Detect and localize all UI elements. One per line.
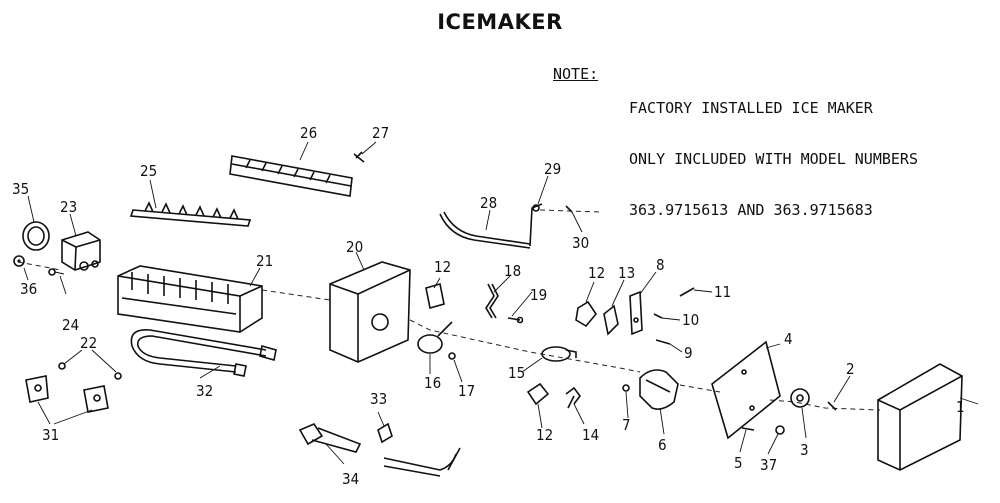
part-12-lower-switch bbox=[526, 382, 550, 406]
part-2-screw bbox=[827, 401, 837, 411]
label-part-6: 6 bbox=[658, 436, 667, 454]
label-part-34: 34 bbox=[342, 470, 359, 488]
part-22-screws bbox=[58, 362, 122, 380]
label-part-17: 17 bbox=[458, 382, 475, 400]
part-37-nut bbox=[775, 425, 785, 435]
label-part-33: 33 bbox=[370, 390, 387, 408]
label-part-13: 13 bbox=[618, 264, 635, 282]
part-14-clip bbox=[565, 386, 581, 409]
label-part-37: 37 bbox=[760, 456, 777, 474]
part-17-screw bbox=[448, 352, 456, 360]
part-36-washer bbox=[13, 255, 25, 267]
note-line-3: 363.9715613 AND 363.9715683 bbox=[629, 201, 873, 219]
part-number-labels: 1 2 3 4 5 6 7 8 9 10 11 12 12 12 13 14 1… bbox=[12, 124, 965, 488]
part-33-connector bbox=[377, 422, 393, 444]
label-part-16: 16 bbox=[424, 374, 441, 392]
label-part-25: 25 bbox=[140, 162, 157, 180]
part-3-knob bbox=[790, 388, 810, 408]
part-13-insulator bbox=[603, 304, 619, 336]
part-21-ice-mold bbox=[117, 265, 263, 333]
part-8-thermostat-bracket bbox=[629, 290, 643, 336]
label-part-32: 32 bbox=[196, 382, 213, 400]
label-part-35: 35 bbox=[12, 180, 29, 198]
label-part-30: 30 bbox=[572, 234, 589, 252]
label-part-19: 19 bbox=[530, 286, 547, 304]
part-32-heater bbox=[130, 329, 277, 377]
label-part-11: 11 bbox=[714, 283, 731, 301]
part-15-thermostat bbox=[541, 346, 577, 362]
part-26-stripper bbox=[229, 155, 353, 197]
label-part-4: 4 bbox=[784, 330, 793, 348]
part-12-mid-switch bbox=[575, 300, 597, 328]
note-text: FACTORY INSTALLED ICE MAKER ONLY INCLUDE… bbox=[629, 66, 918, 253]
label-part-26: 26 bbox=[300, 124, 317, 142]
note-line-2: ONLY INCLUDED WITH MODEL NUMBERS bbox=[629, 150, 918, 168]
part-25-ejector bbox=[129, 201, 252, 227]
part-11-screw bbox=[679, 287, 695, 297]
part-7-screw bbox=[622, 384, 630, 392]
part-24-screw bbox=[48, 268, 65, 276]
label-part-20: 20 bbox=[346, 238, 363, 256]
label-part-28: 28 bbox=[480, 194, 497, 212]
part-34-power-cord bbox=[298, 423, 461, 477]
part-18-arm bbox=[485, 283, 499, 319]
part-6-motor bbox=[639, 369, 679, 410]
part-31-brackets bbox=[25, 375, 109, 413]
label-part-12-mid: 12 bbox=[588, 264, 605, 282]
part-4-cover-plate bbox=[711, 340, 781, 440]
note-line-1: FACTORY INSTALLED ICE MAKER bbox=[629, 99, 873, 117]
part-23-cover bbox=[61, 231, 101, 271]
label-part-18: 18 bbox=[504, 262, 521, 280]
label-part-2: 2 bbox=[846, 360, 855, 378]
label-part-22: 22 bbox=[80, 334, 97, 352]
label-part-24: 24 bbox=[62, 316, 79, 334]
label-part-3: 3 bbox=[800, 441, 809, 459]
label-part-8: 8 bbox=[656, 256, 665, 274]
part-30-screw bbox=[565, 205, 573, 213]
label-part-5: 5 bbox=[734, 454, 743, 472]
label-part-14: 14 bbox=[582, 426, 599, 444]
label-part-10: 10 bbox=[682, 311, 699, 329]
label-part-12-lower: 12 bbox=[536, 426, 553, 444]
label-part-1: 1 bbox=[956, 398, 965, 416]
diagram-title: ICEMAKER bbox=[437, 10, 563, 34]
label-part-12-upper: 12 bbox=[434, 258, 451, 276]
note-label: NOTE: bbox=[553, 65, 599, 83]
label-part-15: 15 bbox=[508, 364, 525, 382]
assembly-axis-lines bbox=[17, 209, 881, 411]
part-27-screw bbox=[353, 151, 365, 163]
label-part-36: 36 bbox=[20, 280, 37, 298]
part-10-clip bbox=[653, 313, 663, 319]
label-part-31: 31 bbox=[42, 426, 59, 444]
part-12-upper-switch bbox=[425, 282, 445, 310]
part-1-front-cover bbox=[877, 363, 963, 471]
part-16-motor bbox=[417, 321, 453, 354]
part-29-retainer bbox=[532, 204, 540, 212]
label-part-23: 23 bbox=[60, 198, 77, 216]
part-9-screw bbox=[655, 339, 671, 345]
leader-lines bbox=[23, 141, 979, 465]
part-5-screw bbox=[741, 427, 755, 431]
label-part-29: 29 bbox=[544, 160, 561, 178]
label-part-7: 7 bbox=[622, 416, 631, 434]
part-20-housing bbox=[329, 261, 411, 363]
label-part-27: 27 bbox=[372, 124, 389, 142]
part-35-gasket bbox=[22, 221, 50, 251]
label-part-21: 21 bbox=[256, 252, 273, 270]
label-part-9: 9 bbox=[684, 344, 693, 362]
part-19-screw bbox=[507, 316, 524, 324]
